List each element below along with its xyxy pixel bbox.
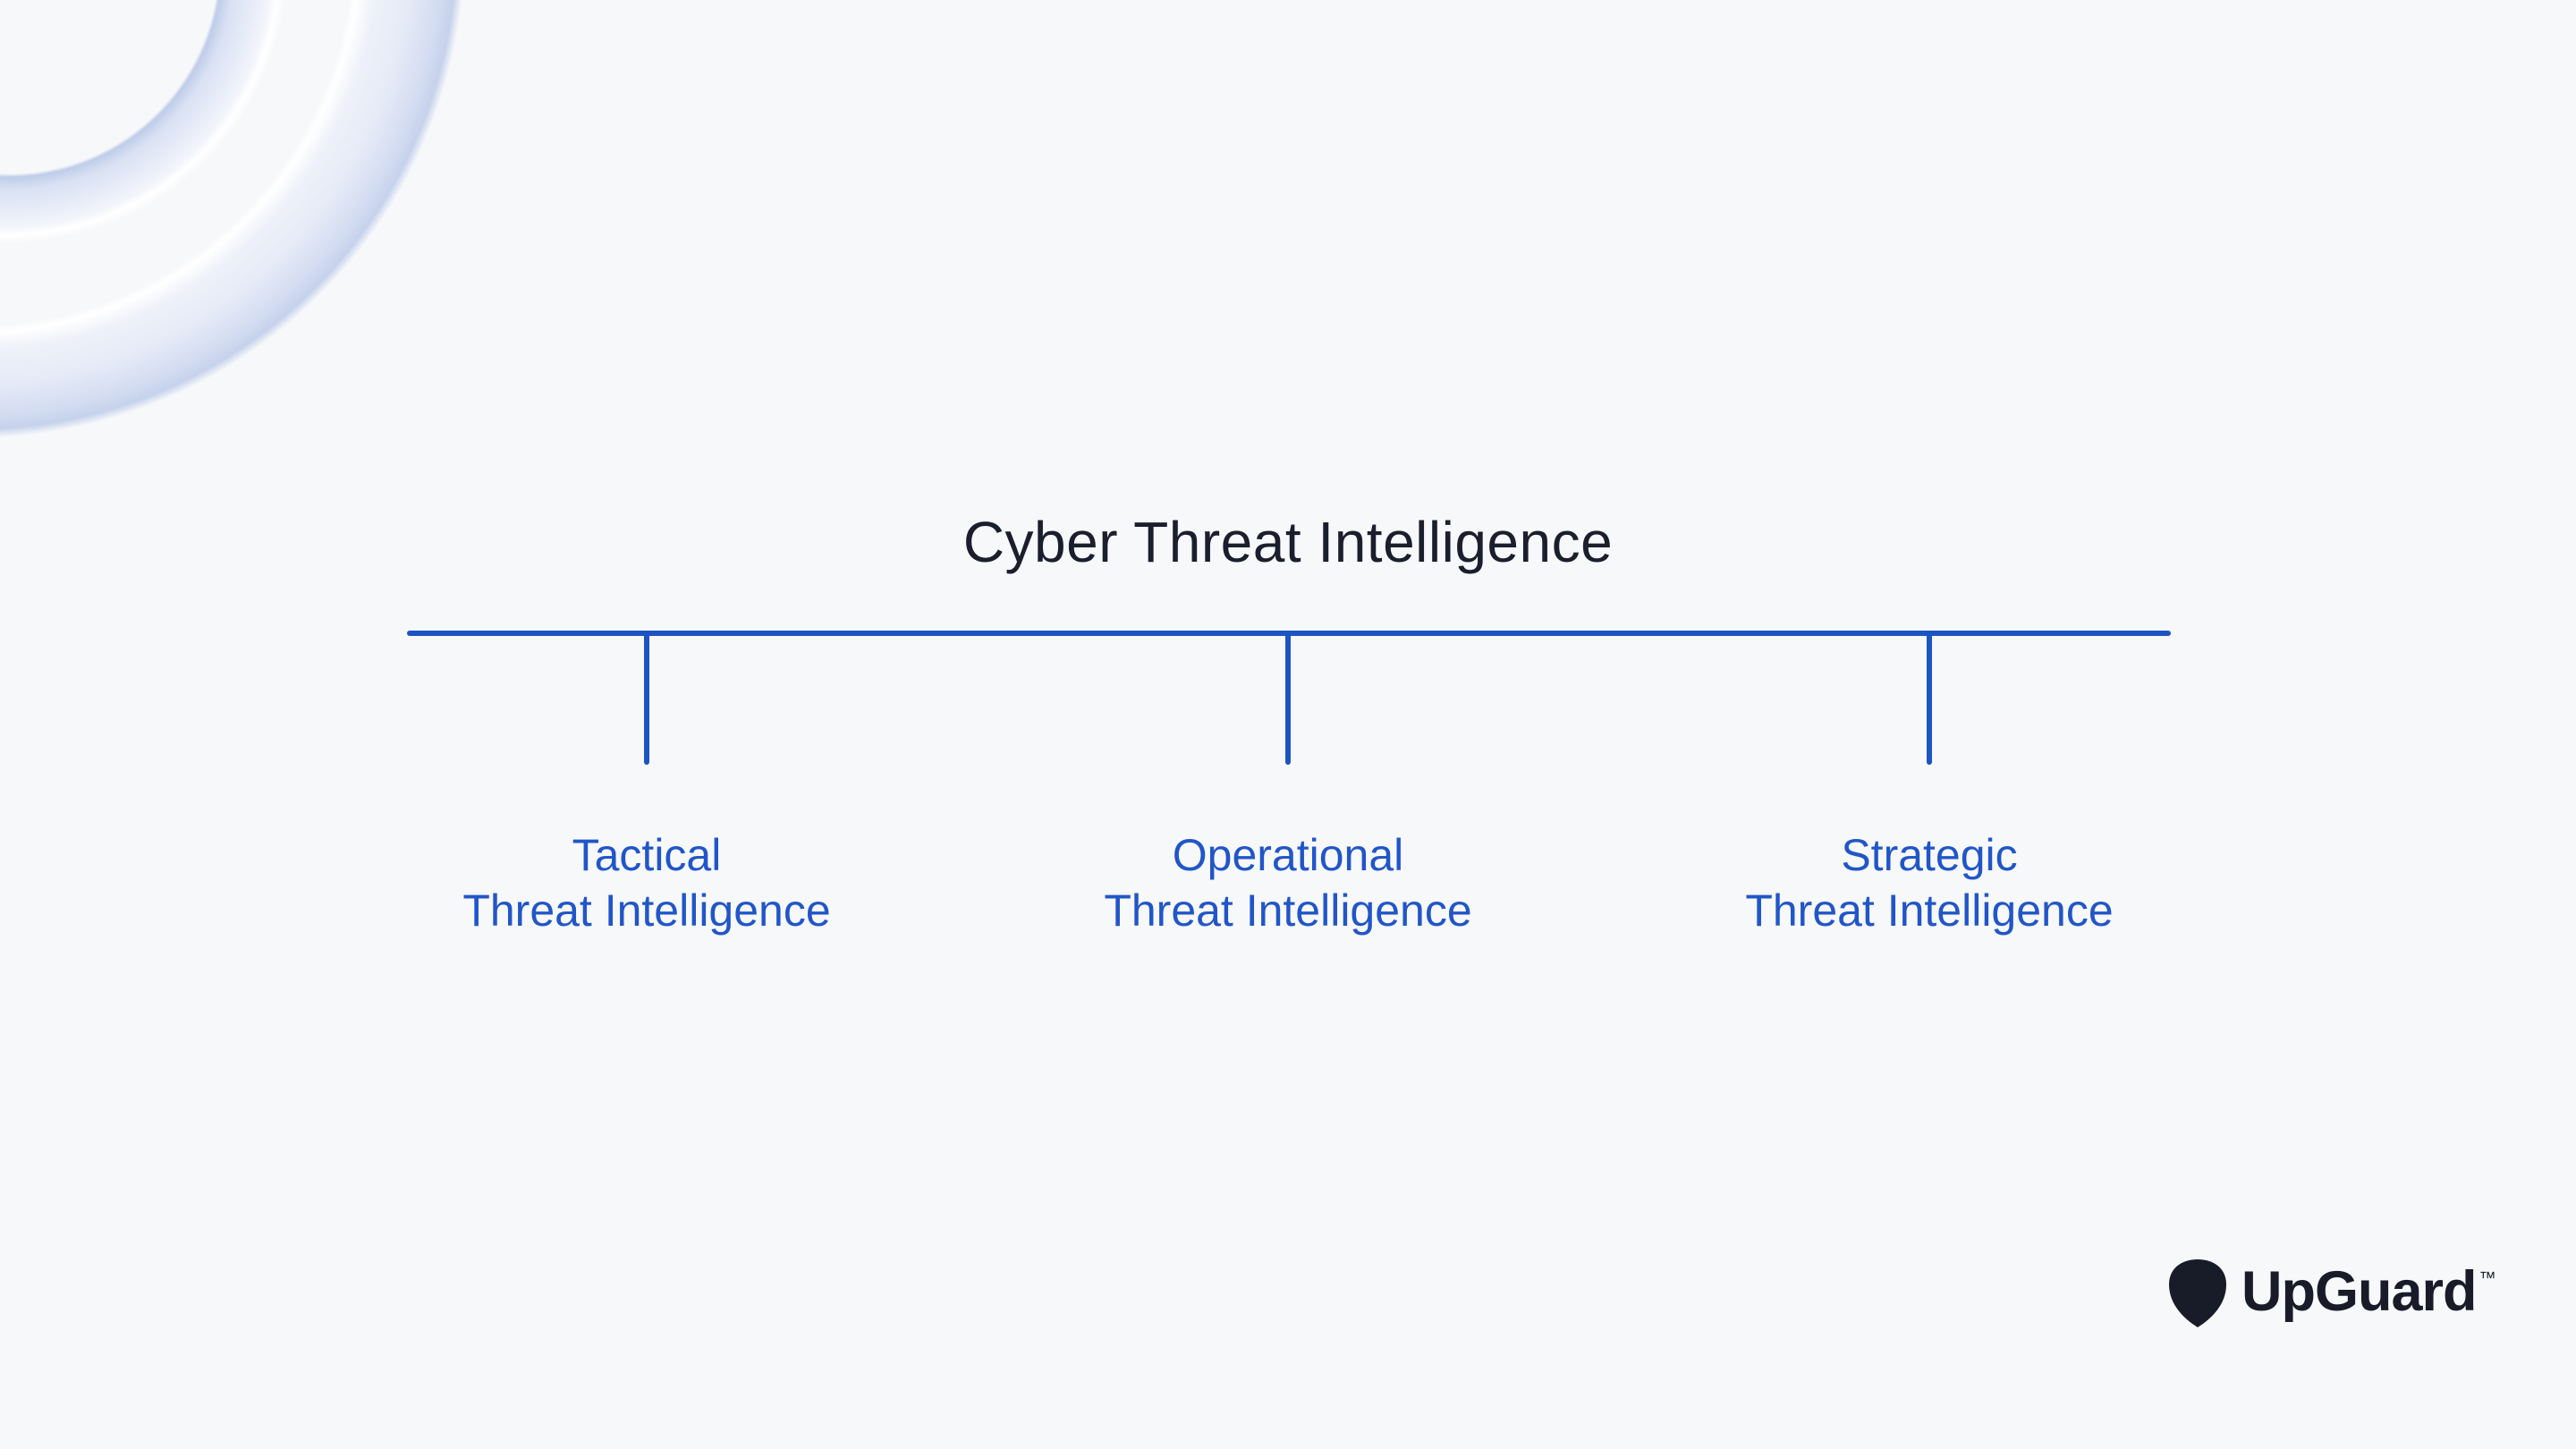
- branch-label-line1: Strategic: [1841, 830, 2018, 880]
- branch-label-tactical: Tactical Threat Intelligence: [334, 827, 960, 938]
- branch-label-line1: Operational: [1172, 830, 1404, 880]
- branch-label-line2: Threat Intelligence: [1104, 886, 1472, 936]
- upguard-logo: UpGuard ™: [2169, 1257, 2496, 1328]
- upguard-shield-icon: [2169, 1259, 2226, 1327]
- branch-label-operational: Operational Threat Intelligence: [975, 827, 1601, 938]
- diagram-title: Cyber Threat Intelligence: [962, 510, 1614, 574]
- branch-label-strategic: Strategic Threat Intelligence: [1616, 827, 2242, 938]
- trademark-symbol: ™: [2479, 1269, 2496, 1288]
- tree-branch-line-operational: [1285, 631, 1291, 765]
- tree-branch-line-tactical: [644, 631, 649, 765]
- tree-branch-line-strategic: [1927, 631, 1932, 765]
- branch-label-line2: Threat Intelligence: [1745, 886, 2114, 936]
- upguard-wordmark: UpGuard: [2241, 1260, 2478, 1323]
- glass-ring-icon: [0, 0, 644, 590]
- branch-label-line1: Tactical: [572, 830, 722, 880]
- branch-label-line2: Threat Intelligence: [462, 886, 831, 936]
